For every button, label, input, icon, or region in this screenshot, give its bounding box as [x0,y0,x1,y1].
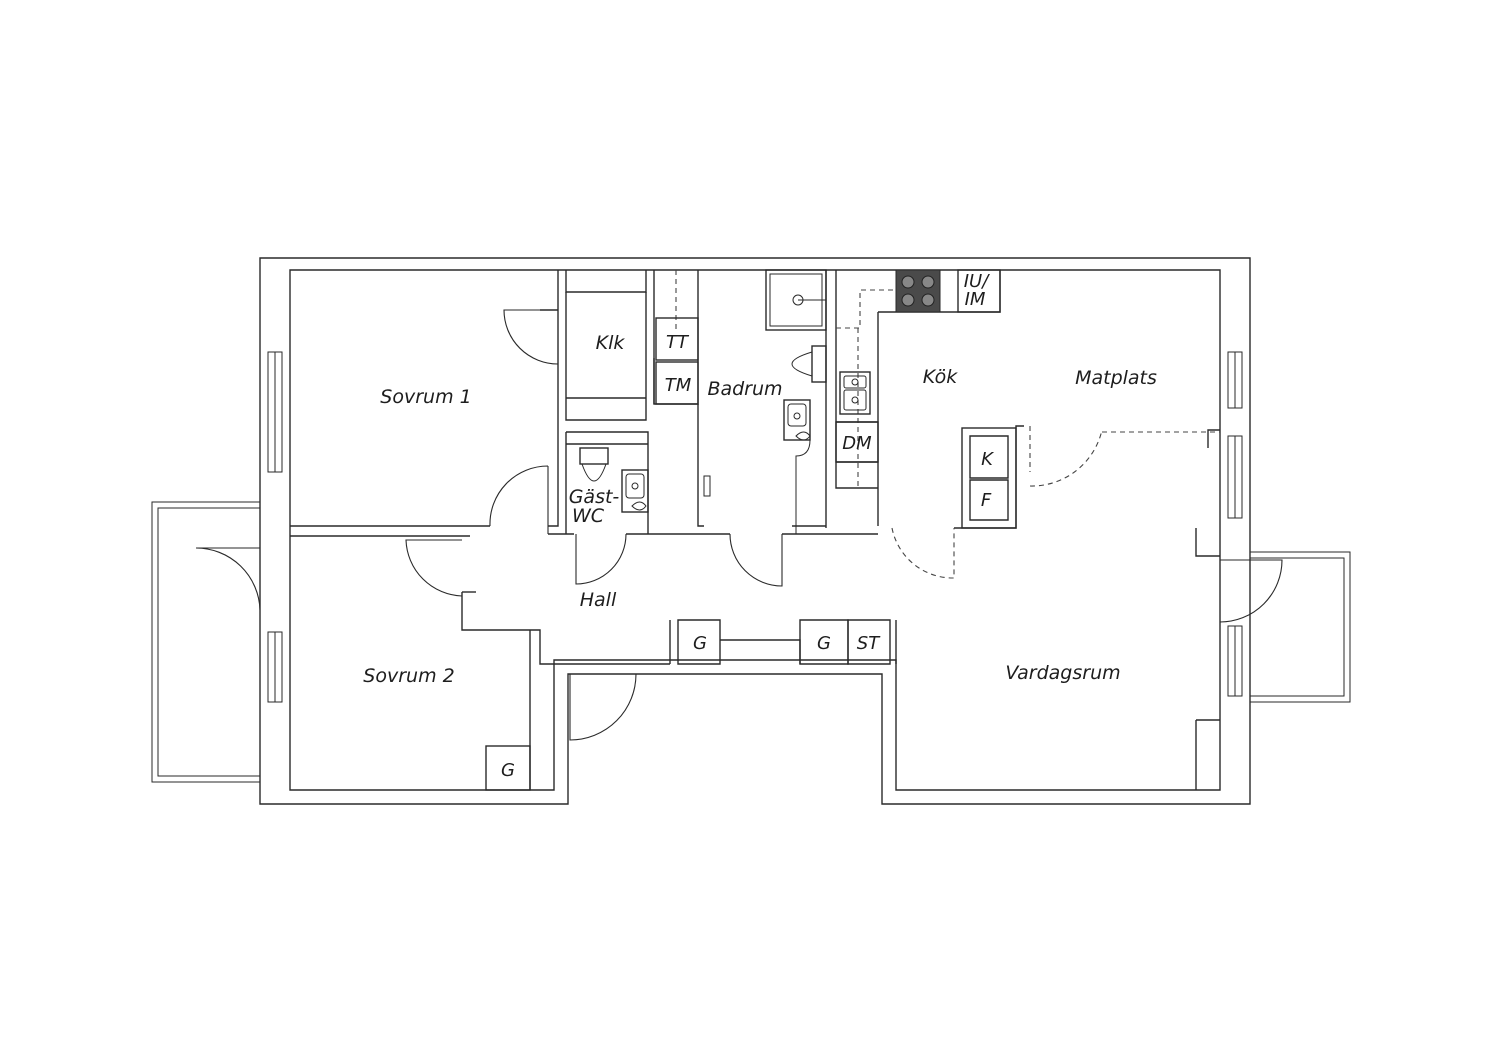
label-vardagsrum: Vardagsrum [1005,662,1120,684]
label-gast-wc-2: WC [572,505,605,527]
label-sovrum-1: Sovrum 1 [380,386,471,408]
label-matplats: Matplats [1075,367,1157,389]
balcony-left [151,501,260,783]
guest-washbasin-icon [621,469,649,513]
label-kok: Kök [923,366,958,388]
label-g-hall-right: G [817,633,831,654]
label-gast-wc-1: Gäst- [569,486,620,508]
toilet-icon [791,345,827,383]
door-swings [195,309,1283,741]
label-st: ST [857,633,881,654]
dashed-lines [675,270,1220,488]
label-k: K [981,449,994,470]
label-sovrum-2: Sovrum 2 [363,665,454,687]
label-dm: DM [842,433,872,454]
label-tm: TM [665,375,692,396]
shower-icon [765,269,827,331]
room-labels: Sovrum 1 Sovrum 2 Klk Gäst- WC Hall Badr… [363,332,1157,687]
fixture-labels: TT TM DM IU/ IM K F G G G ST [501,271,994,781]
label-klk: Klk [596,332,626,354]
label-g-sovrum2: G [501,760,515,781]
label-hall: Hall [580,589,617,611]
windows [267,351,1243,703]
label-iu: IU/ [964,271,990,292]
balcony-right [1250,551,1351,703]
label-tt: TT [666,332,690,353]
label-g-hall-left: G [693,633,707,654]
guest-toilet-icon [579,447,609,482]
label-im: IM [965,289,986,310]
stove-icon [895,269,941,313]
label-badrum: Badrum [707,378,782,400]
interior-walls [290,270,1220,791]
outer-walls [259,257,1251,805]
label-f: F [981,490,992,511]
utility-boxes [655,269,1001,463]
washbasin-icon [783,399,811,534]
kitchen-sink-icon [839,371,871,415]
